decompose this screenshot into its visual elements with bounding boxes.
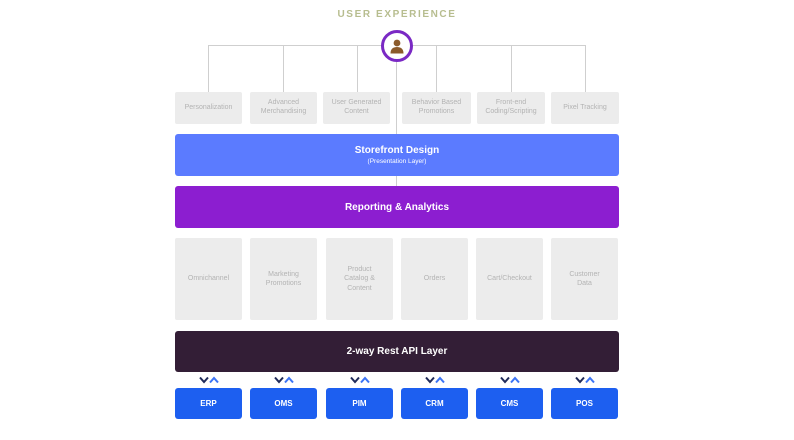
module-label: Omnichannel xyxy=(187,275,230,283)
connector-drop xyxy=(511,45,512,93)
module-product-catalog: Product Catalog & Content xyxy=(326,238,393,320)
connector-drop xyxy=(208,45,209,93)
system-erp: ERP xyxy=(175,388,242,419)
system-label: CRM xyxy=(425,399,444,408)
feature-advanced-merchandising: Advanced Merchandising xyxy=(250,92,317,124)
module-orders: Orders xyxy=(401,238,468,320)
reporting-analytics-layer: Reporting & Analytics xyxy=(175,186,619,228)
sync-arrows-icon xyxy=(500,376,520,384)
module-label: Cart/Checkout xyxy=(487,275,532,283)
storefront-design-layer: Storefront Design (Presentation Layer) xyxy=(175,134,619,176)
system-label: ERP xyxy=(200,399,217,408)
feature-label: Advanced Merchandising xyxy=(260,99,307,115)
system-crm: CRM xyxy=(401,388,468,419)
feature-user-generated-content: User Generated Content xyxy=(323,92,390,124)
sync-arrows-icon xyxy=(199,376,219,384)
system-label: CMS xyxy=(500,399,519,408)
rest-api-layer: 2-way Rest API Layer xyxy=(175,331,619,372)
module-label: Orders xyxy=(423,275,446,283)
module-customer-data: Customer Data xyxy=(551,238,618,320)
feature-label: Behavior Based Promotions xyxy=(411,99,462,115)
sync-arrows-icon xyxy=(425,376,445,384)
api-title: 2-way Rest API Layer xyxy=(346,346,448,357)
connector-drop xyxy=(585,45,586,93)
storefront-title: Storefront Design xyxy=(354,145,440,156)
feature-label: Pixel Tracking xyxy=(563,103,607,111)
sync-arrows-icon xyxy=(350,376,370,384)
reporting-title: Reporting & Analytics xyxy=(344,201,450,213)
system-label: PIM xyxy=(352,399,367,408)
storefront-subtitle: (Presentation Layer) xyxy=(367,158,427,165)
feature-personalization: Personalization xyxy=(175,92,242,124)
sync-arrows-icon xyxy=(274,376,294,384)
module-marketing-promotions: Marketing Promotions xyxy=(250,238,317,320)
user-avatar xyxy=(381,30,413,62)
system-oms: OMS xyxy=(250,388,317,419)
feature-behavior-based-promotions: Behavior Based Promotions xyxy=(402,92,471,124)
connector-drop xyxy=(283,45,284,93)
connector-trunk xyxy=(396,62,397,188)
module-label: Marketing Promotions xyxy=(265,270,302,287)
feature-label: Personalization xyxy=(184,103,233,111)
system-label: OMS xyxy=(274,399,293,408)
connector-drop xyxy=(436,45,437,93)
connector-drop xyxy=(357,45,358,93)
diagram-title: USER EXPERIENCE xyxy=(337,9,457,20)
system-cms: CMS xyxy=(476,388,543,419)
module-label: Customer Data xyxy=(569,270,600,287)
module-omnichannel: Omnichannel xyxy=(175,238,242,320)
feature-pixel-tracking: Pixel Tracking xyxy=(551,92,619,124)
feature-label: User Generated Content xyxy=(331,99,382,115)
system-label: POS xyxy=(576,399,593,408)
module-cart-checkout: Cart/Checkout xyxy=(476,238,543,320)
user-icon xyxy=(390,39,404,54)
feature-label: Front-end Coding/Scripting xyxy=(485,99,537,115)
system-pim: PIM xyxy=(326,388,393,419)
system-pos: POS xyxy=(551,388,618,419)
sync-arrows-icon xyxy=(575,376,595,384)
feature-front-end-coding: Front-end Coding/Scripting xyxy=(477,92,545,124)
module-label: Product Catalog & Content xyxy=(344,266,375,292)
